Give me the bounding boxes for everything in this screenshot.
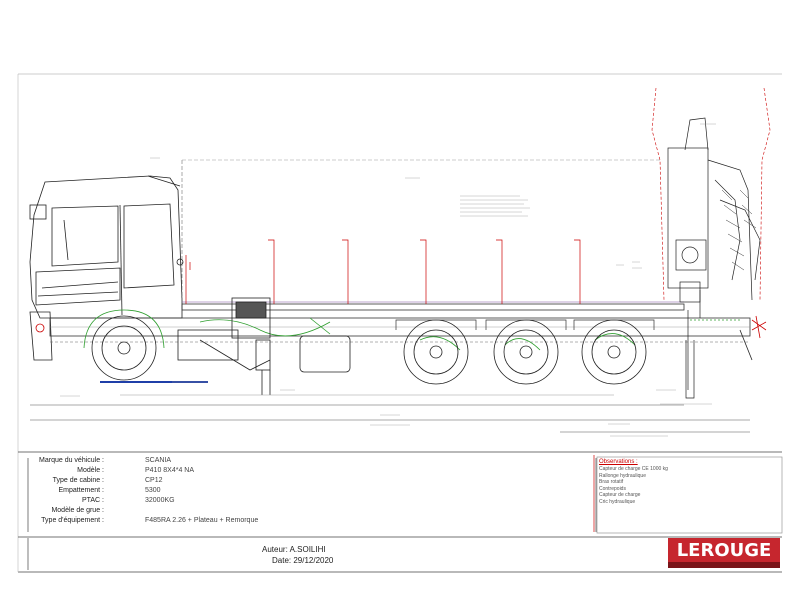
rear-wheel-1 — [403, 319, 469, 385]
crane-envelope — [651, 87, 771, 301]
vehicle-specs-table: Marque du véhicule : SCANIA Modèle : P41… — [0, 456, 590, 536]
observation-line: Cric hydraulique — [599, 498, 636, 505]
date-label: Date: 29/12/2020 — [272, 556, 334, 565]
chassis-frame — [49, 317, 751, 343]
spec-value: F485RA 2.26 + Plateau + Remorque — [145, 517, 259, 524]
observation-line: Bras rotatif — [599, 479, 624, 485]
rear-light-cluster — [751, 315, 767, 339]
spec-row-wheelbase: Empattement : 5300 — [0, 486, 590, 496]
crane-detail-hatch — [721, 189, 757, 271]
spec-value: SCANIA — [145, 457, 172, 464]
spec-label: Empattement : — [58, 487, 104, 494]
title-block-lines — [18, 451, 783, 570]
author-label: Auteur: A.SOILIHI — [262, 545, 326, 554]
logo-text: LEROUGE — [676, 540, 772, 561]
spec-label: PTAC : — [81, 497, 104, 504]
wheel-mudguards — [395, 319, 655, 330]
spec-row-ptac: PTAC : 32000KG — [0, 496, 590, 506]
spec-row-model: Modèle : P410 8X4*4 NA — [0, 466, 590, 476]
spec-value: 32000KG — [145, 497, 175, 504]
rear-wheel-3 — [581, 319, 647, 385]
spec-row-cab-type: Type de cabine : CP12 — [0, 476, 590, 486]
outrigger-line — [739, 329, 753, 361]
observation-line: Contrepoids — [599, 485, 626, 492]
spec-label: Modèle : — [77, 467, 104, 474]
annotation-scribbles — [60, 123, 716, 437]
dimension-lines — [30, 159, 750, 433]
plateau-bed — [181, 303, 685, 311]
spec-label: Marque du véhicule : — [39, 457, 104, 464]
lerouge-logo: LEROUGE — [668, 538, 780, 568]
truck-cab — [29, 175, 184, 319]
spec-row-equipment-type: Type d'équipement : F485RA 2.26 + Platea… — [0, 516, 590, 526]
spec-label: Modèle de grue : — [51, 507, 104, 514]
spec-row-brand: Marque du véhicule : SCANIA — [0, 456, 590, 466]
logo-underbar — [668, 562, 780, 568]
spec-value: CP12 — [145, 477, 163, 484]
spec-row-crane-model: Modèle de grue : — [0, 506, 590, 516]
spec-label: Type d'équipement : — [41, 517, 104, 524]
crane-assembly — [667, 117, 761, 399]
spec-value: 5300 — [145, 487, 161, 494]
observation-line: Capteur de charge CE 1000 kg — [599, 466, 668, 472]
rear-wheel-2 — [493, 319, 559, 385]
observation-line: Rallonge hydraulique — [599, 472, 646, 479]
observation-line: Capteur de charge — [599, 492, 641, 498]
front-light — [35, 323, 45, 333]
side-posts — [185, 239, 581, 304]
under-chassis-equipment — [177, 297, 351, 395]
spec-value: P410 8X4*4 NA — [145, 467, 195, 474]
observations-title: Observations : — [599, 459, 638, 465]
spec-label: Type de cabine : — [52, 477, 104, 484]
front-wheel — [83, 309, 165, 381]
front-bumper — [29, 311, 53, 361]
observations-box: Observations : Capteur de charge CE 1000… — [599, 458, 779, 530]
hydraulic-lines — [199, 317, 740, 351]
